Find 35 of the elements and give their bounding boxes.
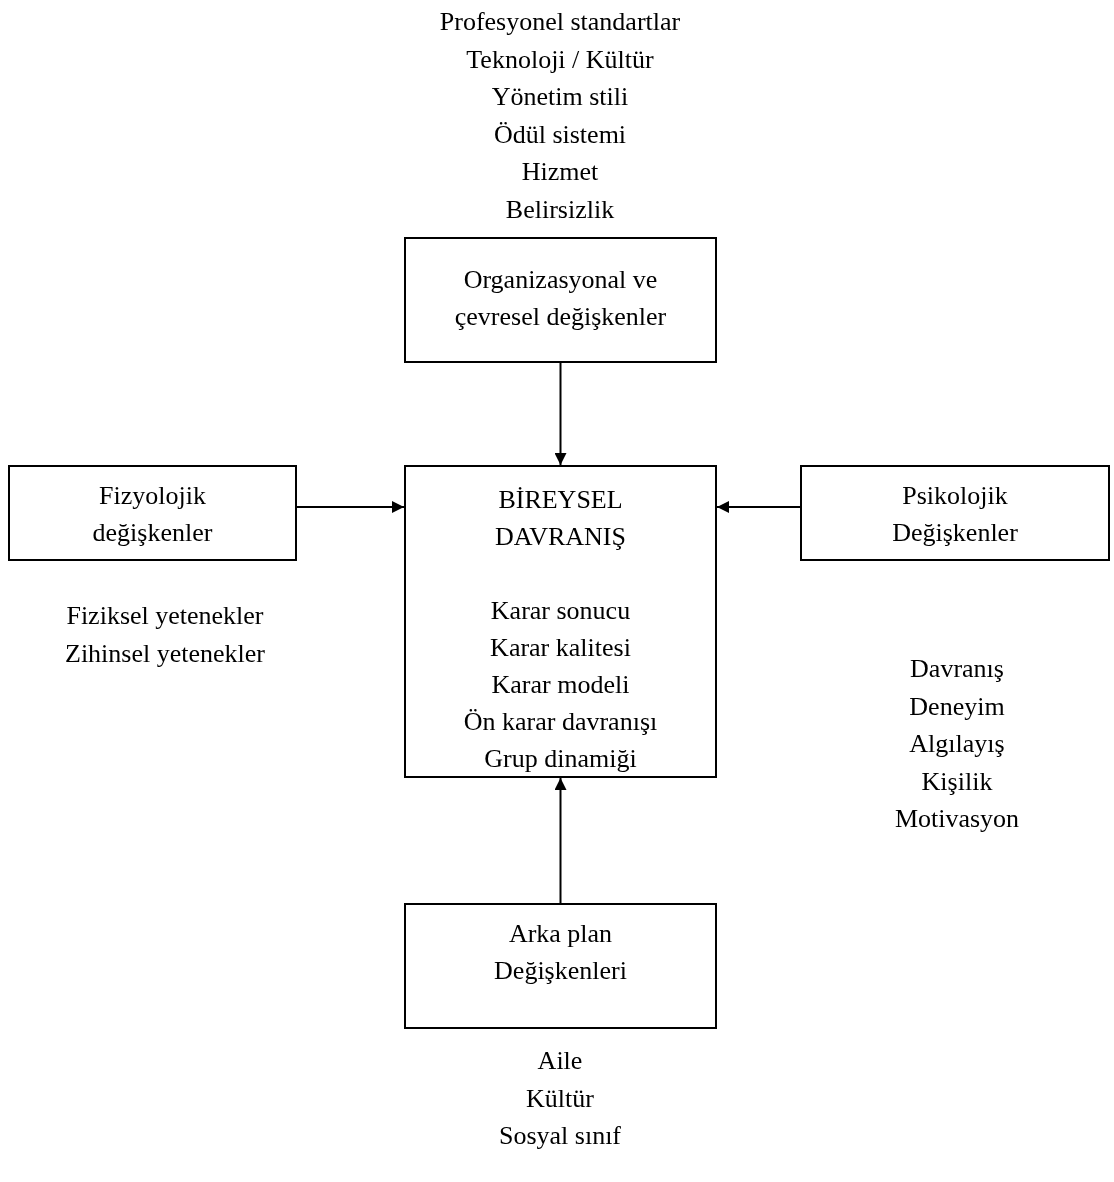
list-item: Karar kalitesi bbox=[490, 632, 631, 664]
arrow bbox=[554, 362, 567, 466]
box bbox=[800, 465, 1110, 561]
factor-item: Yönetim stili bbox=[490, 81, 630, 113]
list-item: Karar sonucu bbox=[490, 595, 631, 627]
node-title: Fizyolojik değişkenler bbox=[91, 480, 214, 549]
factor-item: Ödül sistemi bbox=[492, 118, 628, 151]
box bbox=[404, 903, 717, 1029]
factor-item: Profesyonel standartlar bbox=[438, 6, 682, 38]
factor-item: Fiziksel yetenekler bbox=[65, 600, 265, 632]
arrow bbox=[296, 501, 405, 513]
factor-item: Kişilik bbox=[920, 765, 994, 798]
factor-item: Belirsizlik bbox=[504, 193, 616, 226]
list-item: Karar modeli bbox=[491, 669, 630, 701]
arrow bbox=[716, 501, 801, 513]
factor-item: Hizmet bbox=[520, 156, 600, 188]
factor-item: Motivasyon bbox=[893, 803, 1021, 835]
factor-item: Sosyal sınıf bbox=[497, 1120, 623, 1152]
arrow bbox=[554, 777, 567, 904]
factor-item: Deneyim bbox=[908, 690, 1006, 723]
box bbox=[404, 465, 717, 778]
list-item: Grup dinamiği bbox=[484, 743, 637, 775]
factor-item: Zihinsel yetenekler bbox=[64, 637, 266, 670]
factor-item: Davranış bbox=[909, 653, 1005, 685]
node-title: BİREYSEL DAVRANIŞ bbox=[494, 484, 627, 553]
node-title: Organizasyonal ve çevresel değişkenler bbox=[453, 264, 668, 333]
factor-item: Algılayış bbox=[908, 728, 1006, 760]
node-title: Arka plan Değişkenleri bbox=[493, 918, 628, 987]
factor-item: Aile bbox=[536, 1045, 584, 1077]
factor-item: Kültür bbox=[525, 1082, 595, 1115]
box bbox=[8, 465, 297, 561]
node-title: Psikolojik Değişkenler bbox=[891, 480, 1019, 549]
factor-item: Teknoloji / Kültür bbox=[465, 43, 655, 76]
box bbox=[404, 237, 717, 363]
list-item: Ön karar davranışı bbox=[463, 706, 658, 738]
